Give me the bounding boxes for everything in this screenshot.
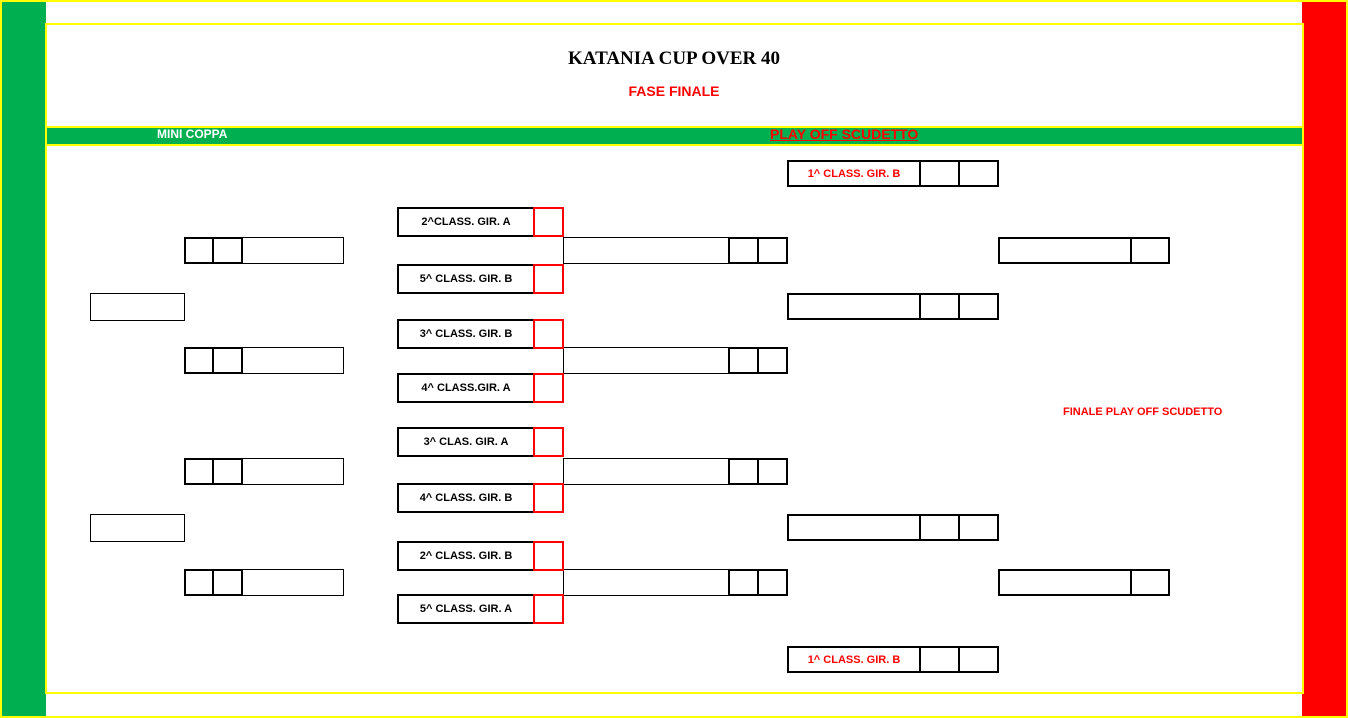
mini-score-cell — [184, 569, 214, 596]
winner-score-cell — [757, 237, 788, 264]
team-score-cell — [533, 483, 564, 513]
mini-team-cell — [242, 569, 344, 596]
mini-score-cell — [184, 458, 214, 485]
winner-score-cell — [728, 347, 759, 374]
play-off-heading: PLAY OFF SCUDETTO — [770, 126, 919, 142]
mini-team-cell — [242, 458, 344, 485]
team-seed-box: 3^ CLAS. GIR. A — [397, 427, 535, 457]
mini-score-cell — [184, 347, 214, 374]
final-score-cell — [1130, 237, 1170, 264]
winner-score-cell — [757, 347, 788, 374]
semi-score-cell — [958, 646, 999, 673]
team-seed-box: 4^ CLASS.GIR. A — [397, 373, 535, 403]
winner-team-cell — [563, 237, 730, 264]
section-band — [47, 126, 1302, 146]
bracket-sheet — [45, 23, 1304, 694]
mini-team-cell — [242, 237, 344, 264]
team-seed-box: 4^ CLASS. GIR. B — [397, 483, 535, 513]
flag-green-strip — [2, 2, 46, 716]
final-score-cell — [1130, 569, 1170, 596]
mini-coppa-heading: MINI COPPA — [157, 127, 228, 141]
semi-seed-box: 1^ CLASS. GIR. B — [787, 160, 921, 187]
team-seed-box: 2^CLASS. GIR. A — [397, 207, 535, 237]
final-label: FINALE PLAY OFF SCUDETTO — [1063, 406, 1223, 418]
page-subtitle: FASE FINALE — [628, 83, 720, 99]
team-seed-box: 2^ CLASS. GIR. B — [397, 541, 535, 571]
mini-score-cell — [212, 237, 243, 264]
winner-score-cell — [757, 458, 788, 485]
flag-red-strip — [1302, 2, 1346, 716]
team-score-cell — [533, 264, 564, 294]
semi-seed-box: 1^ CLASS. GIR. B — [787, 646, 921, 673]
winner-score-cell — [728, 237, 759, 264]
team-score-cell — [533, 541, 564, 571]
semi-team-cell — [787, 293, 921, 320]
semi-score-cell — [919, 646, 960, 673]
mini-score-cell — [212, 458, 243, 485]
winner-team-cell — [563, 569, 730, 596]
team-score-cell — [533, 594, 564, 624]
mini-score-cell — [212, 569, 243, 596]
finalist-cell — [998, 569, 1132, 596]
team-score-cell — [533, 373, 564, 403]
team-seed-box: 5^ CLASS. GIR. A — [397, 594, 535, 624]
team-seed-box: 3^ CLASS. GIR. B — [397, 319, 535, 349]
finalist-cell — [998, 237, 1132, 264]
semi-score-cell — [958, 293, 999, 320]
team-seed-box: 5^ CLASS. GIR. B — [397, 264, 535, 294]
semi-score-cell — [919, 160, 960, 187]
semi-score-cell — [958, 160, 999, 187]
mini-team-cell — [242, 347, 344, 374]
mini-final-cell — [90, 293, 185, 321]
team-score-cell — [533, 207, 564, 237]
team-score-cell — [533, 319, 564, 349]
page-title: KATANIA CUP OVER 40 — [567, 48, 780, 69]
winner-team-cell — [563, 347, 730, 374]
semi-score-cell — [919, 514, 960, 541]
mini-final-cell — [90, 514, 185, 542]
mini-score-cell — [184, 237, 214, 264]
winner-score-cell — [757, 569, 788, 596]
winner-score-cell — [728, 569, 759, 596]
semi-score-cell — [958, 514, 999, 541]
mini-score-cell — [212, 347, 243, 374]
semi-team-cell — [787, 514, 921, 541]
team-score-cell — [533, 427, 564, 457]
winner-score-cell — [728, 458, 759, 485]
semi-score-cell — [919, 293, 960, 320]
winner-team-cell — [563, 458, 730, 485]
